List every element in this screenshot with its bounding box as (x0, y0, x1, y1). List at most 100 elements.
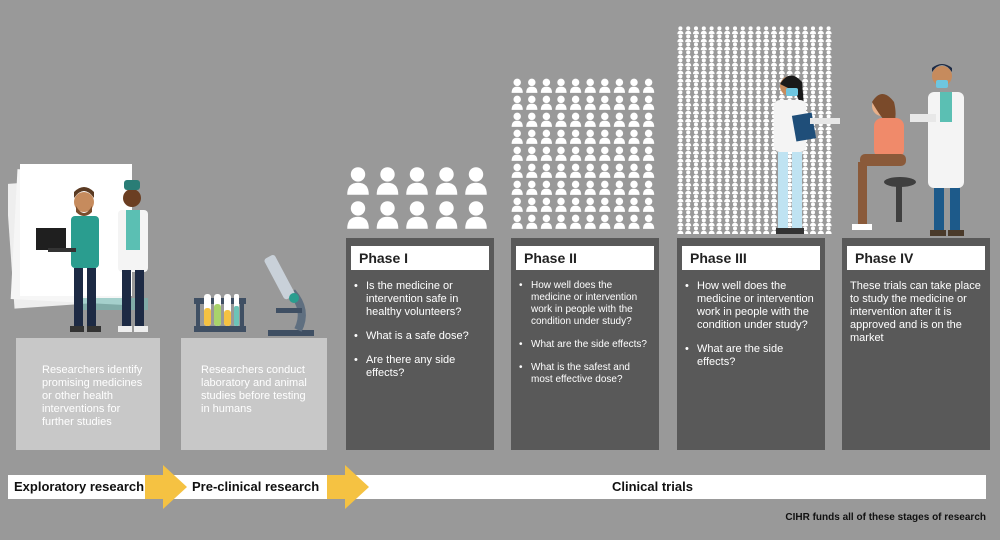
person-icon (825, 138, 832, 147)
person-icon (802, 202, 809, 211)
person-icon (809, 202, 817, 211)
person-icon (739, 74, 746, 83)
person-icon (802, 186, 809, 195)
person-icon (794, 50, 801, 59)
person-icon (747, 106, 754, 115)
person-icon (716, 202, 723, 211)
person-icon (677, 138, 684, 147)
person-icon (700, 194, 707, 203)
person-icon (755, 26, 762, 35)
person-icon (555, 129, 567, 144)
person-icon (739, 154, 746, 163)
person-icon (778, 26, 785, 35)
nurse-illustration (774, 75, 840, 234)
person-icon (555, 214, 567, 229)
person-icon (643, 214, 655, 229)
person-icon (825, 146, 832, 155)
person-icon (555, 112, 567, 127)
person-icon (724, 114, 731, 123)
person-icon (708, 74, 715, 83)
person-icon (685, 34, 692, 43)
person-icon (540, 112, 552, 127)
person-icon (802, 194, 809, 203)
person-icon (755, 58, 762, 67)
person-icon (724, 106, 731, 115)
person-icon (347, 201, 369, 229)
person-icon (747, 170, 754, 179)
person-icon (716, 90, 723, 99)
person-icon (643, 163, 655, 178)
person-icon (692, 194, 700, 203)
person-icon (677, 194, 684, 203)
person-icon (511, 146, 523, 161)
person-icon (825, 130, 832, 139)
person-icon (763, 218, 770, 227)
person-icon (677, 90, 684, 99)
person-icon (747, 122, 754, 131)
person-icon (731, 154, 739, 163)
person-icon (708, 186, 715, 195)
person-icon (570, 163, 582, 178)
person-icon (817, 34, 824, 43)
person-icon (511, 78, 523, 93)
person-icon (511, 197, 523, 212)
person-icon (724, 162, 731, 171)
person-icon (763, 90, 770, 99)
person-icon (817, 146, 824, 155)
person-icon (708, 178, 715, 187)
person-icon (724, 186, 731, 195)
person-icon (511, 180, 523, 195)
person-icon (708, 226, 715, 234)
person-icon (584, 78, 596, 93)
person-icon (700, 226, 707, 234)
person-icon (739, 202, 746, 211)
person-icon (700, 26, 707, 35)
person-icon (716, 210, 723, 219)
person-icon (526, 95, 538, 110)
person-icon (685, 178, 692, 187)
person-icon (817, 26, 824, 35)
person-icon (511, 129, 523, 144)
person-icon (778, 42, 785, 51)
person-icon (628, 95, 640, 110)
person-icon (809, 186, 817, 195)
person-icon (747, 114, 754, 123)
person-icon (778, 34, 785, 43)
person-icon (685, 26, 692, 35)
person-icon (599, 95, 611, 110)
person-icon (677, 82, 684, 91)
person-icon (747, 162, 754, 171)
person-icon (677, 114, 684, 123)
person-icon (763, 26, 770, 35)
person-icon (802, 218, 809, 227)
person-icon (825, 210, 832, 219)
person-icon (755, 218, 762, 227)
person-icon (825, 42, 832, 51)
person-icon (763, 178, 770, 187)
person-icon (526, 180, 538, 195)
person-icon (747, 130, 754, 139)
person-icon (825, 194, 832, 203)
person-icon (599, 197, 611, 212)
person-icon (731, 178, 739, 187)
person-icon (376, 201, 399, 229)
person-icon (406, 201, 428, 229)
person-icon (613, 78, 625, 93)
person-icon (763, 42, 770, 51)
person-icon (809, 138, 817, 147)
person-icon (731, 186, 739, 195)
person-icon (817, 82, 824, 91)
phase-three-question: What are the side effects? (685, 343, 819, 369)
person-icon (692, 98, 700, 107)
person-icon (347, 167, 369, 195)
person-icon (526, 112, 538, 127)
person-icon (786, 178, 793, 187)
person-icon (613, 214, 625, 229)
person-icon (716, 194, 723, 203)
person-icon (700, 210, 707, 219)
person-icon (739, 106, 746, 115)
person-icon (692, 178, 700, 187)
person-icon (731, 202, 739, 211)
phase-one-title: Phase I (351, 246, 489, 270)
person-icon (677, 34, 684, 43)
